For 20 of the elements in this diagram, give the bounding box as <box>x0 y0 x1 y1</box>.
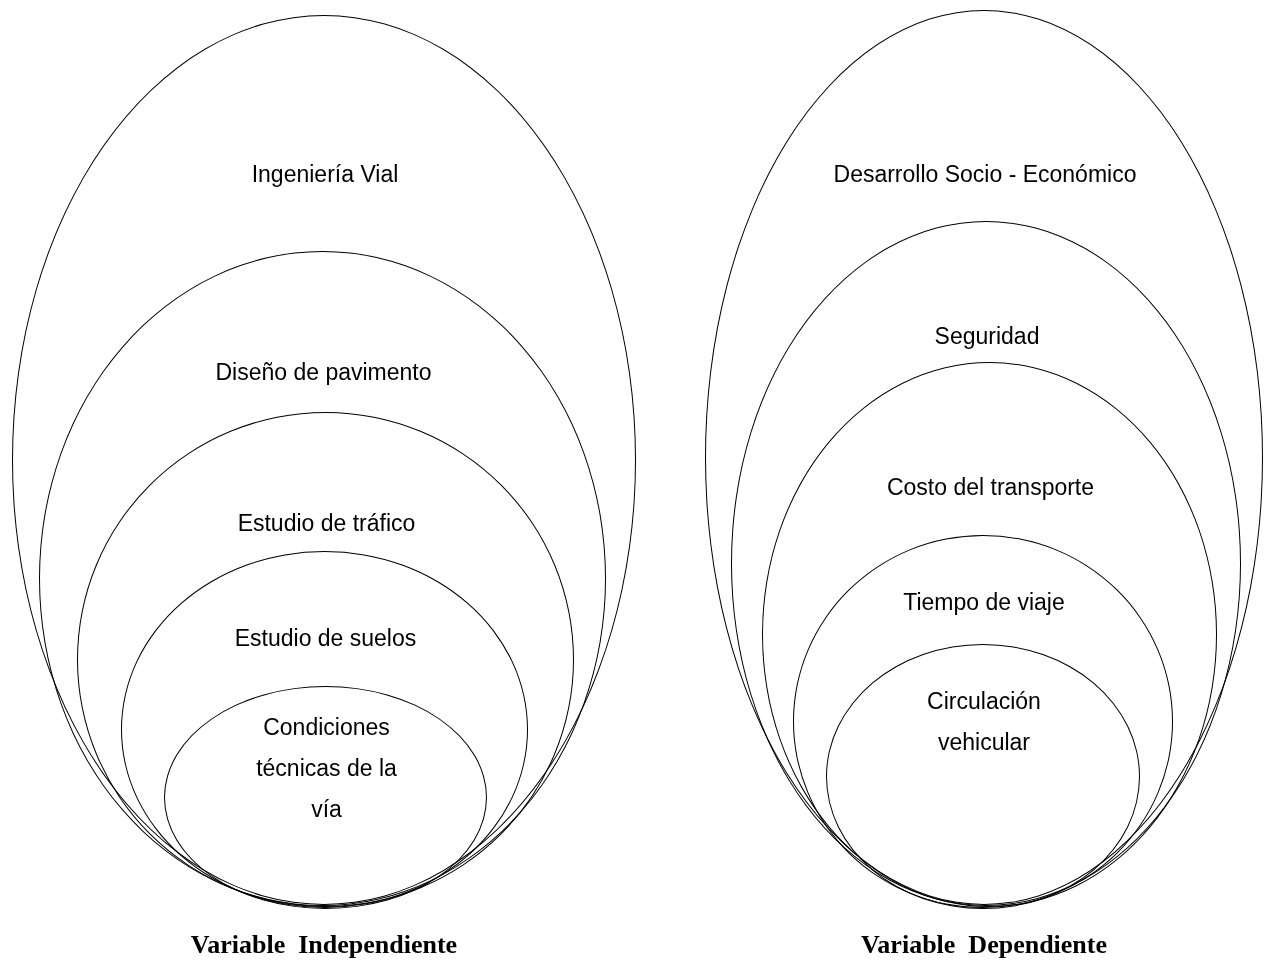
ellipse-label: Desarrollo Socio - Económico <box>832 160 1138 189</box>
nested-ellipse <box>762 362 1217 907</box>
group-caption: Variable Independiente <box>190 929 458 961</box>
nested-ellipse <box>826 644 1140 909</box>
ellipse-label: Ingeniería Vial <box>250 160 400 189</box>
ellipse-label: Costo del transporte <box>885 473 1096 502</box>
ellipse-label: Estudio de tráfico <box>236 509 417 538</box>
ellipse-label: Circulación vehicular <box>926 687 1042 757</box>
nested-ellipse <box>121 551 528 908</box>
ellipse-label: Estudio de suelos <box>233 624 418 653</box>
nested-ellipse <box>164 686 487 909</box>
nested-ellipse <box>793 535 1173 908</box>
group-caption: Variable Dependiente <box>861 929 1107 961</box>
nested-ellipse <box>39 251 606 906</box>
nested-ellipse <box>731 221 1241 906</box>
nested-ellipse <box>77 412 574 907</box>
ellipse-label: Condiciones técnicas de la vía <box>255 713 398 824</box>
ellipse-label: Seguridad <box>933 322 1041 351</box>
ellipse-label: Tiempo de viaje <box>902 588 1066 617</box>
ellipse-label: Diseño de pavimento <box>214 358 433 387</box>
